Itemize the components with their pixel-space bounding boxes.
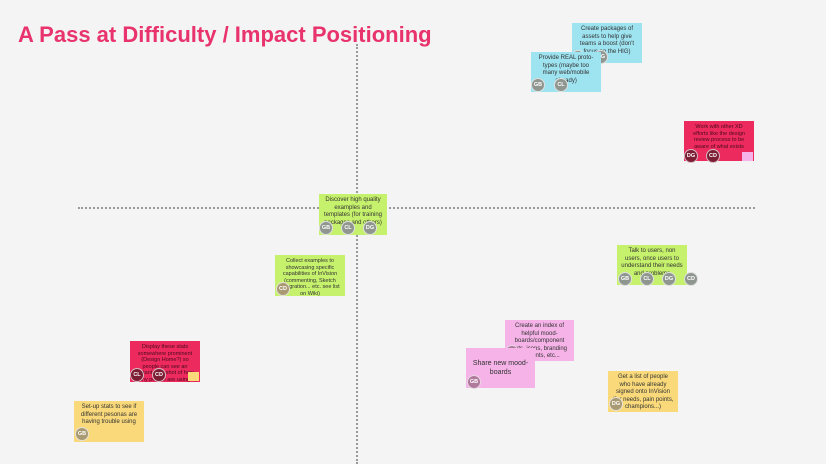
note-text: Create an index of helpful mood-boards/c… (511, 323, 568, 359)
avatar: DG (363, 221, 377, 235)
note-text: Collect examples to showcasing specific … (280, 258, 340, 296)
color-swatch (188, 372, 199, 381)
avatar: CD (684, 272, 698, 286)
avatar: GB (75, 427, 89, 441)
avatar: GB (319, 221, 333, 235)
note-text: Set-up stats to see if different pesonas… (80, 404, 138, 425)
avatar: GB (531, 78, 545, 92)
avatar: CL (640, 272, 654, 286)
avatar: GB (618, 272, 632, 286)
avatar: CL (130, 368, 144, 382)
avatar: CD (152, 368, 166, 382)
avatar: CD (276, 282, 290, 296)
color-swatch (742, 152, 753, 161)
note-text: Talk to users, non users, once users to … (621, 248, 683, 277)
sticky-note[interactable]: Get a list of people who have already si… (608, 371, 678, 412)
note-text: Share new mood-boards (472, 360, 529, 376)
avatar: GB (467, 375, 481, 389)
avatar: DG (684, 149, 698, 163)
page-title: A Pass at Difficulty / Impact Positionin… (18, 22, 432, 47)
avatar: CD (706, 149, 720, 163)
avatar: CL (554, 78, 568, 92)
avatar: CL (341, 221, 355, 235)
note-text: Get a list of people who have already si… (612, 374, 674, 410)
note-text: Work with other XD efforts like the desi… (693, 124, 745, 150)
sticky-note[interactable]: Create an index of helpful mood-boards/c… (505, 320, 574, 361)
vertical-axis (356, 44, 358, 464)
avatar: DG (662, 272, 676, 286)
avatar: DG (609, 397, 623, 411)
note-text: Create packages of assets to help give t… (579, 26, 635, 55)
horizontal-axis (78, 207, 755, 209)
